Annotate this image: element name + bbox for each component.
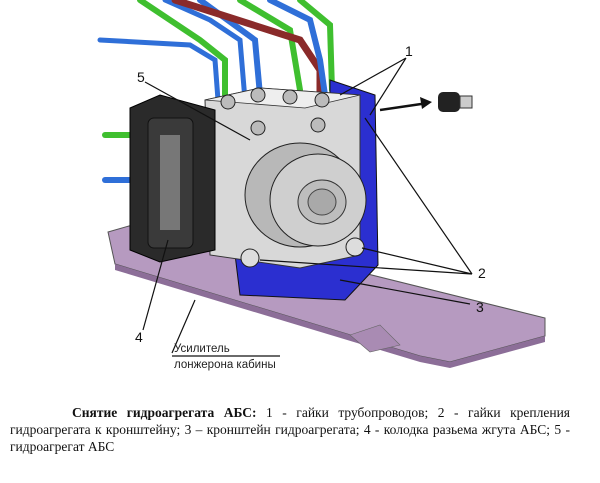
removed-bolt — [438, 92, 473, 112]
removal-arrow — [379, 101, 429, 112]
abs-unit-illustration: 1 2 3 4 5 Усилитель лонжерона кабины — [97, 0, 546, 371]
note-line-1: Усилитель — [174, 343, 230, 355]
callout-4: 4 — [135, 329, 143, 345]
note-line-2: лонжерона кабины — [174, 359, 276, 371]
callout-5: 5 — [137, 69, 145, 85]
caption-text: 1 - гайки трубопроводов; 2 - гайки крепл… — [10, 405, 570, 454]
bracket-nut — [345, 237, 365, 257]
callout-2: 2 — [478, 265, 486, 281]
caption-title: Снятие гидроагрегата АБС: — [72, 405, 257, 420]
figure-caption: Снятие гидроагрегата АБС: 1 - гайки труб… — [10, 404, 570, 455]
callout-1: 1 — [405, 43, 413, 59]
harness-connector — [129, 94, 216, 263]
bracket-nut — [240, 248, 260, 268]
pipe-nuts — [220, 87, 330, 136]
pump-motor — [244, 142, 367, 248]
brake-pipes — [97, 0, 335, 183]
callout-3: 3 — [476, 299, 484, 315]
